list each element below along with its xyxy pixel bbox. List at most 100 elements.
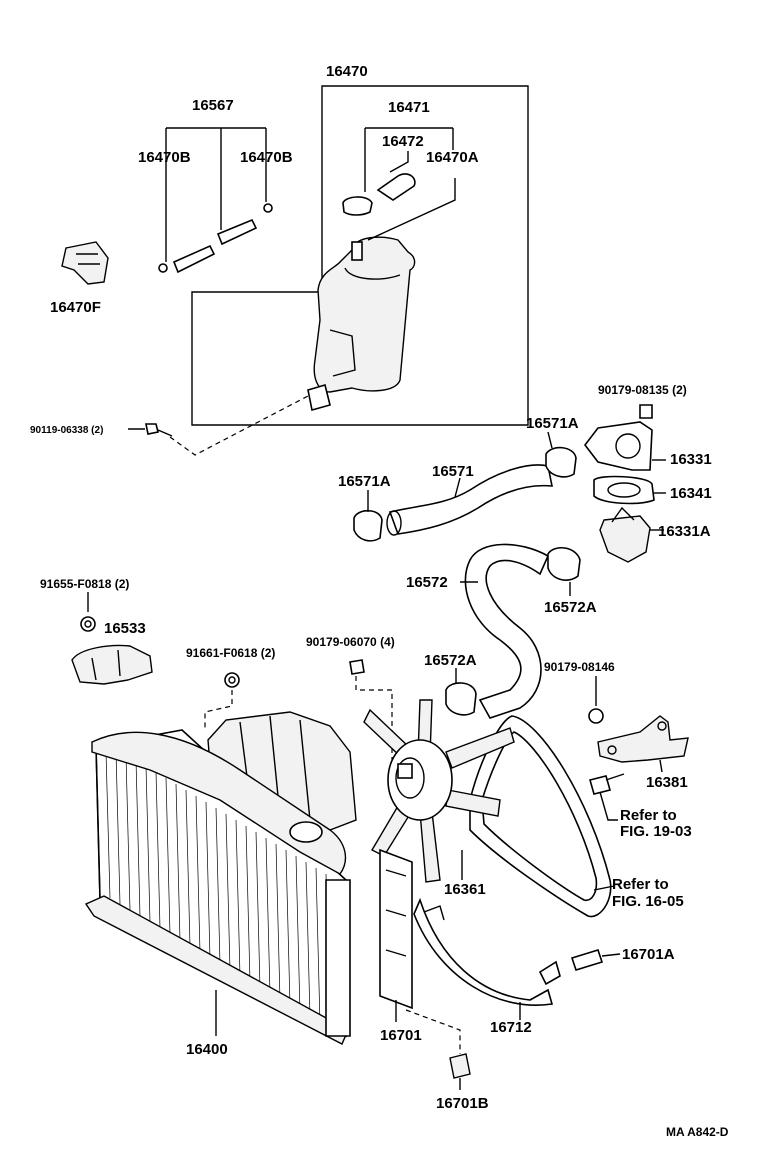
radiator-side-tank: [325, 879, 351, 1037]
part-labels: 16470 16567 16470B 16470B 16471 16472 16…: [30, 63, 729, 1139]
lower-hose-16572: [464, 543, 550, 719]
lower-shroud-16701: [379, 848, 413, 1010]
label-90179-08135: 90179-08135 (2): [598, 383, 687, 397]
bolt-shaft: [157, 429, 173, 437]
bracket-hole-1: [607, 745, 617, 755]
nut-90179-08146: [588, 708, 604, 724]
label-refer-16-line1: Refer to: [612, 876, 669, 893]
leader-16701A: [601, 953, 621, 957]
fan-shroud-16712: [413, 897, 554, 1006]
label-16571A-top: 16571A: [526, 415, 579, 432]
clamp-16572A-right: [547, 547, 581, 581]
bracket-16471: [364, 127, 454, 192]
reservoir-mount-dash: [169, 395, 309, 456]
label-91661: 91661-F0618 (2): [186, 646, 275, 660]
leader-16381: [659, 759, 663, 773]
radiator-cap: [289, 821, 323, 843]
bracket-16567: [165, 127, 267, 262]
nut-91661-dash: [204, 690, 233, 728]
radiator-lower-tank: [84, 895, 349, 1045]
label-16533: 16533: [104, 620, 146, 637]
hose-clip-right: [263, 203, 273, 213]
bolt-06070-dash: [355, 676, 393, 760]
reservoir-nipple: [351, 241, 363, 261]
label-refer-19-line1: Refer to: [620, 807, 677, 824]
label-90179-06070: 90179-06070 (4): [306, 635, 395, 649]
nut-91655: [80, 616, 96, 632]
clamp-16571A-left: [353, 509, 383, 542]
nut-91655-hole: [84, 620, 92, 628]
upper-hose-16571: [388, 464, 553, 535]
clip-16701B-dash: [405, 1009, 461, 1054]
label-16712: 16712: [490, 1019, 532, 1036]
thermostat-16331A: [599, 515, 651, 563]
clamp-16572A-left: [445, 682, 477, 716]
label-16572: 16572: [406, 574, 448, 591]
leader-refer-16-05: [593, 885, 615, 891]
bolt-refer-19-03: [589, 775, 611, 795]
label-16472: 16472: [382, 133, 424, 150]
label-16470B-right: 16470B: [240, 149, 293, 166]
label-refer-19-line2: FIG. 19-03: [620, 823, 692, 840]
bracket-hole-2: [657, 721, 667, 731]
reservoir-tank: [313, 236, 416, 393]
label-16341: 16341: [670, 485, 712, 502]
fan-hub-center: [395, 757, 425, 799]
clamp-16571A-right: [545, 446, 577, 478]
leader-refer-19-03: [599, 791, 618, 821]
clip-16701A: [570, 949, 604, 971]
label-16331: 16331: [670, 451, 712, 468]
bracket-16381: [597, 715, 689, 763]
radiator-group: [84, 711, 471, 1090]
reservoir-ribs: [329, 329, 356, 377]
thermostat-valve: [611, 506, 635, 523]
fan-group: [363, 699, 615, 918]
hose-piece-2: [216, 218, 258, 246]
nut-91661-hole: [228, 676, 236, 684]
label-16701B: 16701B: [436, 1095, 489, 1112]
water-outlet-port: [615, 433, 641, 459]
leader-16571A-top: [547, 431, 553, 449]
label-16701: 16701: [380, 1027, 422, 1044]
label-16567: 16567: [192, 97, 234, 114]
label-16471: 16471: [388, 99, 430, 116]
shroud-clip: [538, 960, 561, 986]
lower-hose-group: [445, 543, 581, 719]
fan-hub-bolt: [397, 763, 413, 779]
overflow-hose: [376, 173, 416, 201]
leader-16472: [389, 151, 409, 173]
fan-blade-5: [419, 811, 441, 883]
clamp-detail: [76, 253, 100, 265]
alternator-bracket-group: [589, 715, 689, 821]
hose-clip-left: [158, 263, 168, 273]
hose-piece-1: [172, 244, 216, 274]
thermostat-group: [583, 404, 666, 563]
drawing-code: MA A842-D: [666, 1125, 729, 1139]
label-16571A-left: 16571A: [338, 473, 391, 490]
shroud-group: [413, 897, 621, 1020]
clamp-16470F: [61, 241, 109, 285]
reservoir-group: [61, 85, 529, 456]
label-16571: 16571: [432, 463, 474, 480]
reservoir-cap: [342, 196, 373, 216]
label-16572A-left: 16572A: [424, 652, 477, 669]
fan-blade-3: [445, 727, 515, 769]
nut-91661: [224, 672, 240, 688]
label-16470F: 16470F: [50, 299, 101, 316]
label-16701A: 16701A: [622, 946, 675, 963]
reservoir-mount-tab: [307, 383, 331, 412]
radiator-upper-tank: [91, 731, 347, 875]
label-91655: 91655-F0818 (2): [40, 577, 129, 591]
bolt-shaft-19-03: [605, 773, 625, 781]
fasteners: [71, 592, 604, 760]
bolt-90179-06070: [349, 659, 365, 675]
label-90179-08146: 90179-08146: [544, 660, 615, 674]
radiator-fins: [105, 751, 331, 1031]
label-16361: 16361: [444, 881, 486, 898]
fan-hub: [387, 739, 453, 821]
upper-hose-end: [386, 510, 402, 536]
upper-hose-group: [353, 431, 577, 542]
leader-16571: [454, 477, 461, 498]
label-16400: 16400: [186, 1041, 228, 1058]
